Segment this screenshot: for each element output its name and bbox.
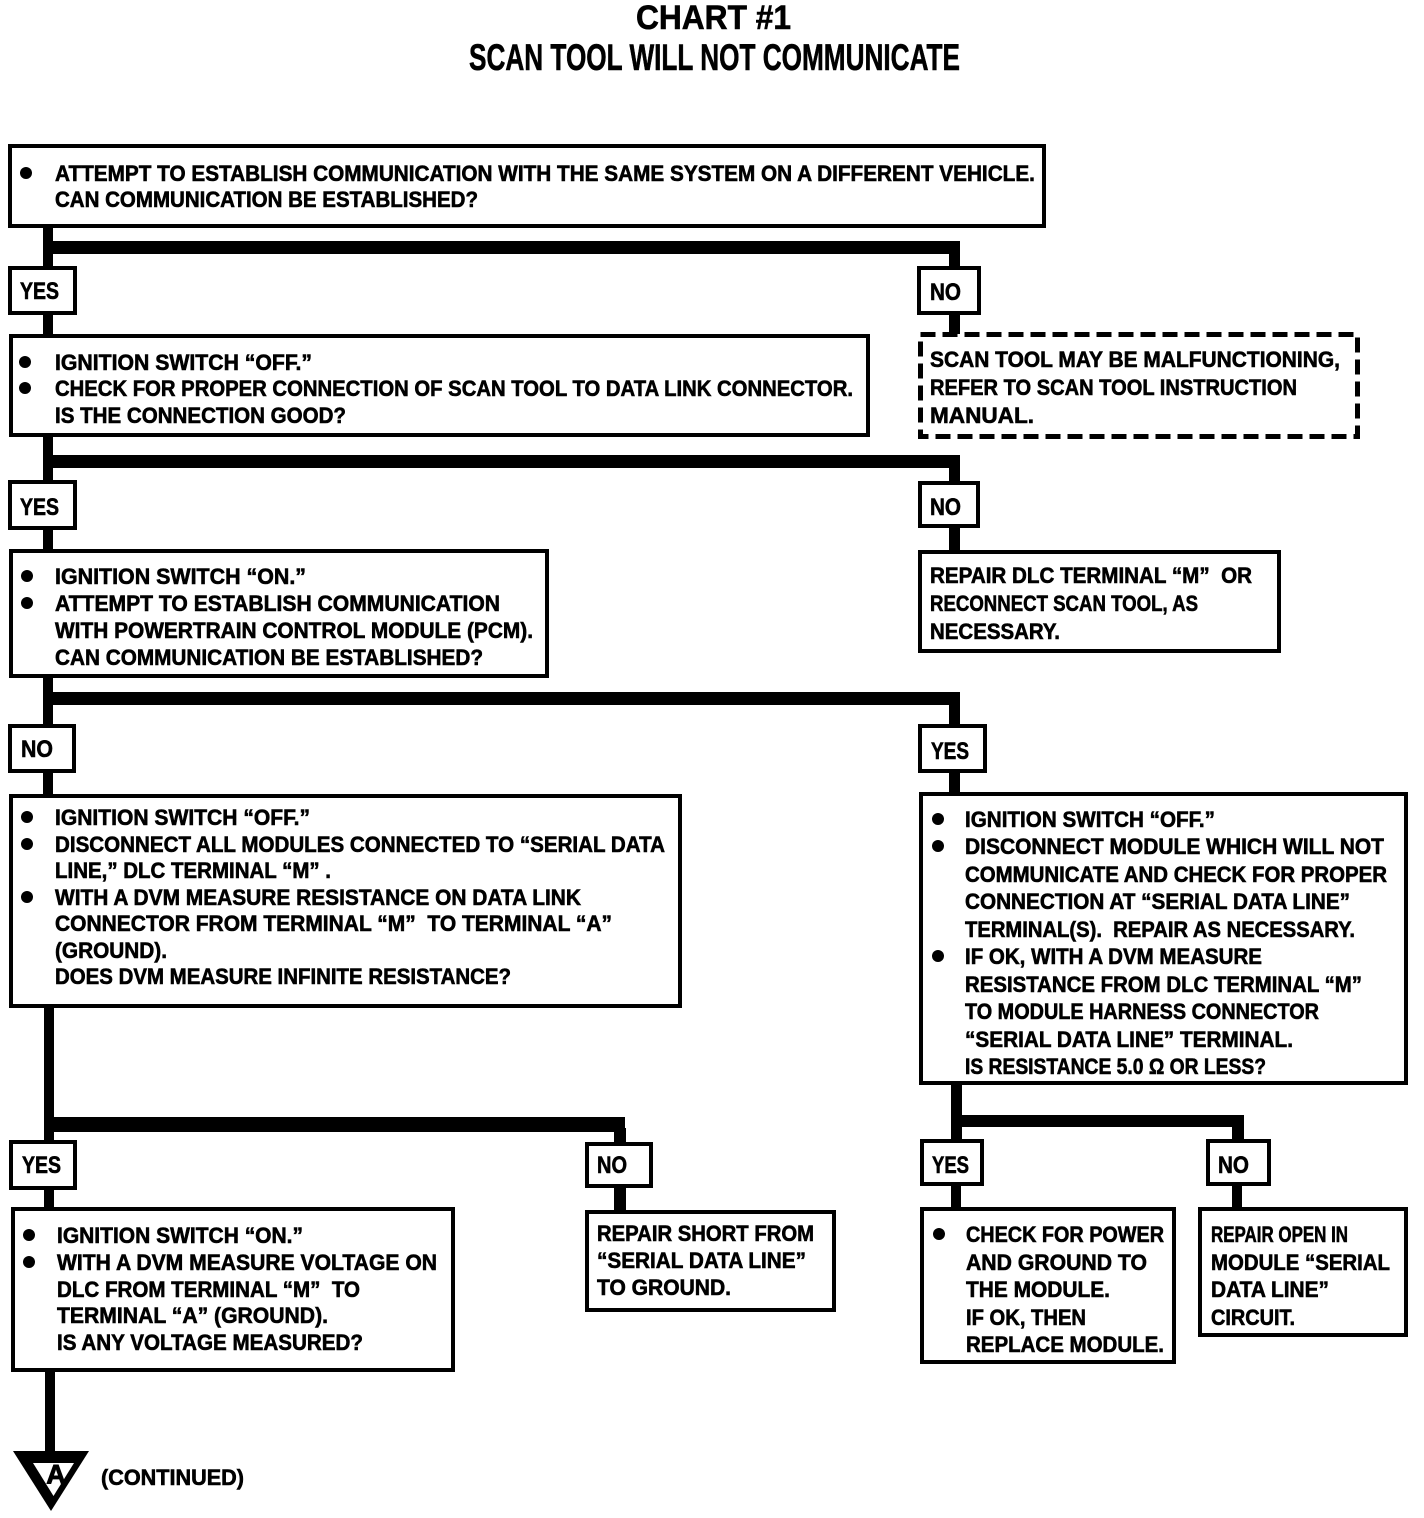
svg-text:A: A: [46, 1460, 66, 1490]
